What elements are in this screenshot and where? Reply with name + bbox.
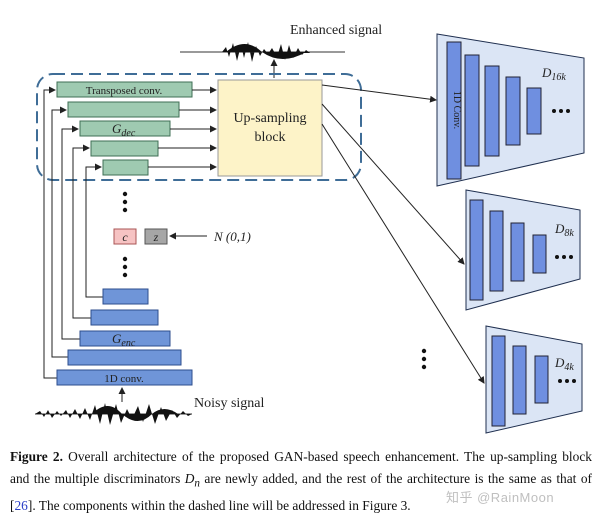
c-block [113, 228, 137, 245]
encoder-layer-4 [90, 309, 159, 326]
upsampling-label-1: Up-sampling [233, 111, 306, 126]
disc-ellipsis-dots [421, 348, 427, 370]
conv1d-label: 1D conv. [104, 373, 144, 385]
noisy-signal-label: Noisy signal [194, 396, 265, 411]
dn-sub: n [194, 477, 200, 490]
discriminator-8k: D8k [465, 189, 581, 311]
watermark: 知乎 @RainMoon [446, 490, 555, 505]
genc-label: Genc [112, 331, 136, 349]
conv1d-block [56, 369, 193, 386]
decoder-layer-4 [90, 140, 159, 157]
z-label: z [153, 230, 159, 244]
architecture-diagram: Enhanced signal Transposed conv. Gdec Up… [35, 23, 585, 434]
upsampling-block [217, 79, 323, 177]
disc4k-label: D4k [554, 355, 574, 373]
upsampling-label-2: block [254, 130, 285, 145]
discriminator-4k: D4k [485, 325, 583, 434]
z-block [144, 228, 168, 245]
noise-label: N (0,1) [213, 229, 251, 244]
dn-symbol: D [184, 471, 195, 486]
encoder-layer-3 [79, 330, 171, 347]
disc16k-conv-layer [446, 41, 462, 180]
encoder-layer-2 [67, 349, 182, 366]
citation-link[interactable]: 26 [14, 497, 28, 513]
dashed-region [36, 73, 362, 181]
transposed-conv-label: Transposed conv. [86, 85, 163, 97]
disc-conv-label: 1D Conv. [451, 91, 462, 129]
decoder-layer-5 [102, 159, 149, 176]
caption-text-1: Overall architecture of the proposed GAN… [10, 449, 592, 486]
ellipsis-dots-upper [122, 191, 128, 213]
gdec-label: Gdec [112, 121, 136, 139]
figure-label: Figure 2. [10, 449, 63, 464]
ellipsis-dots-lower [122, 256, 128, 278]
c-label: c [122, 230, 128, 244]
figure-caption: Figure 2. Overall architecture of the pr… [10, 446, 592, 517]
discriminator-16k: 1D Conv. D16k [436, 33, 585, 187]
enhanced-waveform [180, 42, 345, 62]
enhanced-signal-label: Enhanced signal [290, 23, 382, 38]
decoder-layer-2 [67, 101, 180, 118]
disc8k-label: D8k [554, 221, 574, 239]
caption-text-3: ]. The components within the dashed line… [27, 497, 411, 513]
disc16k-label: D16k [541, 65, 566, 83]
noisy-waveform [35, 403, 192, 425]
encoder-layer-5 [102, 288, 149, 305]
caption-text-2: are newly added, and the rest of the arc… [10, 471, 593, 513]
encoder-stack: Genc 1D conv. [56, 288, 193, 386]
